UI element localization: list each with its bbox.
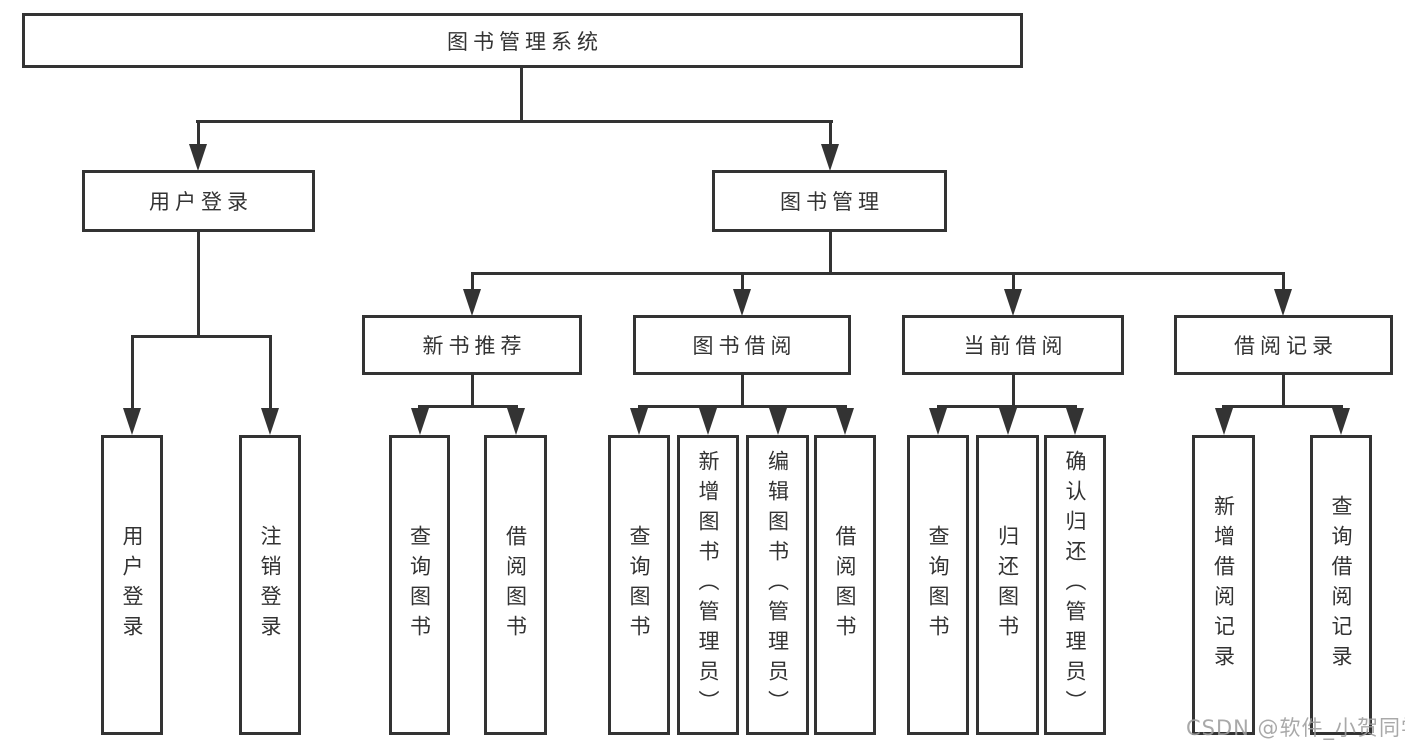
node-new-book-recommend: 新书推荐: [362, 315, 582, 375]
connector-line: [1282, 375, 1285, 405]
connector-line: [1222, 405, 1343, 408]
arrow-down-icon: [411, 408, 429, 435]
connector-line: [418, 405, 518, 408]
arrow-down-icon: [1332, 408, 1350, 435]
arrow-down-icon: [999, 408, 1017, 435]
leaf-query-books-borrow-label: 查询图书: [627, 525, 651, 645]
leaf-add-book-admin-label: 新增图书（管理员）: [696, 450, 720, 720]
node-book-management-label: 图书管理: [780, 190, 884, 214]
arrow-down-icon: [821, 144, 839, 171]
leaf-user-login: 用户登录: [101, 435, 163, 735]
arrow-down-icon: [733, 289, 751, 316]
leaf-edit-book-admin: 编辑图书（管理员）: [746, 435, 809, 735]
leaf-user-login-label: 用户登录: [120, 525, 144, 645]
leaf-confirm-return-admin: 确认归还（管理员）: [1044, 435, 1106, 735]
connector-line: [196, 120, 833, 123]
leaf-query-borrow-record: 查询借阅记录: [1310, 435, 1372, 735]
leaf-query-books-current: 查询图书: [907, 435, 969, 735]
node-borrow-records-label: 借阅记录: [1234, 334, 1338, 358]
arrow-down-icon: [1066, 408, 1084, 435]
connector-line: [638, 405, 847, 408]
node-current-borrow: 当前借阅: [902, 315, 1124, 375]
arrow-down-icon: [836, 408, 854, 435]
node-library-system: 图书管理系统: [22, 13, 1023, 68]
arrow-down-icon: [123, 408, 141, 435]
arrow-down-icon: [189, 144, 207, 171]
arrow-down-icon: [1004, 289, 1022, 316]
connector-line: [1012, 375, 1015, 405]
node-borrow-records: 借阅记录: [1174, 315, 1393, 375]
leaf-borrow-books: 借阅图书: [814, 435, 876, 735]
leaf-borrow-books-label: 借阅图书: [833, 525, 857, 645]
leaf-logout-label: 注销登录: [258, 525, 282, 645]
arrow-down-icon: [261, 408, 279, 435]
connector-line: [131, 335, 272, 338]
connector-line: [197, 232, 200, 335]
arrow-down-icon: [699, 408, 717, 435]
connector-line: [520, 68, 523, 120]
leaf-query-borrow-record-label: 查询借阅记录: [1329, 495, 1353, 675]
arrow-down-icon: [929, 408, 947, 435]
connector-line: [741, 375, 744, 405]
leaf-confirm-return-admin-label: 确认归还（管理员）: [1063, 450, 1087, 720]
node-library-system-label: 图书管理系统: [447, 29, 603, 54]
connector-line: [829, 232, 832, 272]
connector-line: [471, 272, 1285, 275]
connector-line: [197, 120, 200, 146]
connector-line: [937, 405, 1077, 408]
connector-line: [1282, 272, 1285, 291]
arrow-down-icon: [507, 408, 525, 435]
leaf-edit-book-admin-label: 编辑图书（管理员）: [765, 450, 790, 720]
arrow-down-icon: [463, 289, 481, 316]
arrow-down-icon: [769, 408, 787, 435]
connector-line: [741, 272, 744, 291]
connector-line: [1012, 272, 1015, 291]
node-book-borrow: 图书借阅: [633, 315, 851, 375]
connector-line: [829, 120, 832, 146]
node-book-borrow-label: 图书借阅: [692, 334, 797, 358]
leaf-borrow-books-recommend-label: 借阅图书: [503, 525, 528, 645]
arrow-down-icon: [1274, 289, 1292, 316]
connector-line: [471, 272, 474, 291]
arrow-down-icon: [630, 408, 648, 435]
leaf-borrow-books-recommend: 借阅图书: [484, 435, 547, 735]
csdn-watermark: CSDN @软件_小贺同学: [1186, 716, 1405, 740]
arrow-down-icon: [1215, 408, 1233, 435]
leaf-return-books-label: 归还图书: [995, 525, 1020, 645]
leaf-query-books-recommend: 查询图书: [389, 435, 450, 735]
node-user-login-label: 用户登录: [149, 190, 253, 214]
connector-line: [131, 335, 134, 412]
leaf-logout: 注销登录: [239, 435, 301, 735]
leaf-add-borrow-record: 新增借阅记录: [1192, 435, 1255, 735]
node-book-management: 图书管理: [712, 170, 947, 232]
node-new-book-recommend-label: 新书推荐: [422, 334, 527, 358]
connector-line: [269, 335, 272, 412]
leaf-return-books: 归还图书: [976, 435, 1039, 735]
leaf-query-books-current-label: 查询图书: [926, 525, 950, 645]
connector-line: [471, 375, 474, 405]
node-current-borrow-label: 当前借阅: [963, 334, 1068, 358]
leaf-query-books-recommend-label: 查询图书: [407, 525, 432, 645]
leaf-add-book-admin: 新增图书（管理员）: [677, 435, 739, 735]
leaf-query-books-borrow: 查询图书: [608, 435, 670, 735]
leaf-add-borrow-record-label: 新增借阅记录: [1211, 495, 1236, 675]
node-user-login: 用户登录: [82, 170, 315, 232]
